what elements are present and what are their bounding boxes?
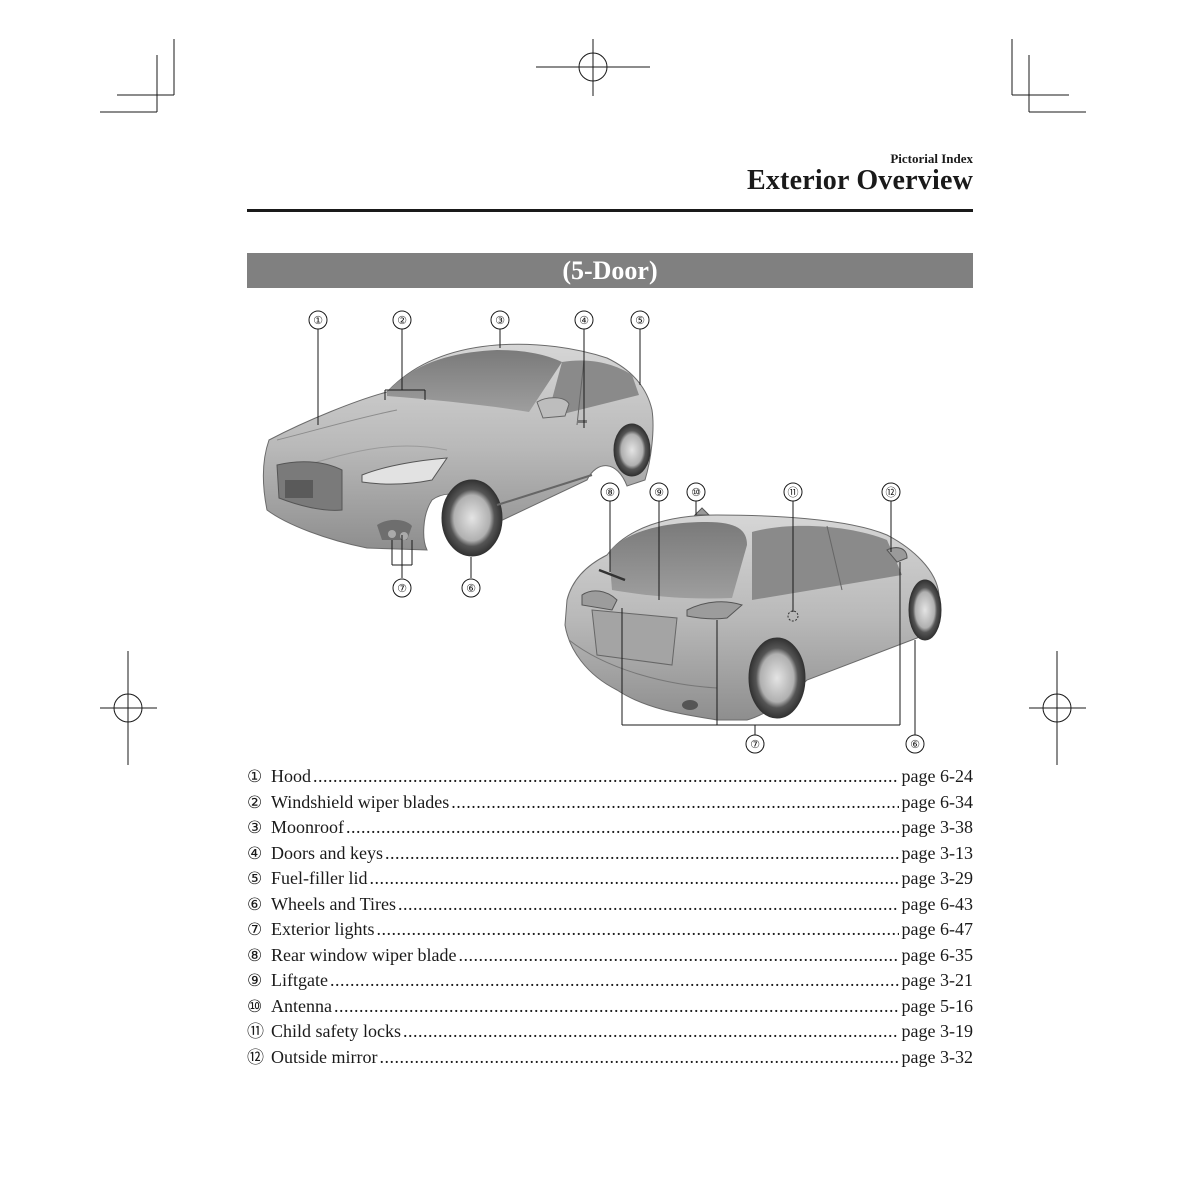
dot-leader: [385, 841, 899, 867]
title-rule: [247, 209, 973, 212]
rear-car: [564, 507, 942, 721]
car-illustration: ① ② ③ ④ ⑤ ⑦ ⑥ ⑧ ⑨ ⑩ ⑪ ⑫ ⑦ ⑥: [262, 310, 942, 754]
dot-leader: [379, 1045, 898, 1071]
list-item: ⑫ Outside mirror page 3-32: [247, 1045, 973, 1071]
item-number: ⑫: [247, 1047, 264, 1068]
item-name: Doors and keys: [271, 842, 383, 863]
front-callout-5: ⑤: [635, 314, 645, 327]
item-name: Fuel-filler lid: [271, 868, 368, 888]
item-name: Exterior lights: [271, 919, 375, 939]
item-name: Liftgate: [271, 970, 328, 990]
list-item: ⑦ Exterior lights page 6-47: [247, 917, 973, 943]
list-item: ⑥ Wheels and Tires page 6-43: [247, 892, 973, 918]
list-item: ① Hood page 6-24: [247, 764, 973, 790]
item-name: Hood: [271, 766, 311, 786]
item-number: ⑧: [247, 945, 263, 966]
callout-circles: [308, 310, 925, 754]
rear-callout-1: ⑧: [605, 486, 615, 499]
front-callout-1: ①: [313, 314, 323, 327]
list-item: ② Windshield wiper blades page 6-34: [247, 790, 973, 816]
front-callout-4: ④: [579, 314, 589, 327]
page-ref: page 5-16: [901, 995, 973, 1016]
rear-callout-6: ⑦: [750, 738, 760, 751]
front-callout-7: ⑥: [466, 582, 476, 595]
page-ref: page 3-19: [901, 1021, 973, 1041]
page-title: Exterior Overview: [746, 165, 973, 196]
item-number: ⑦: [247, 920, 263, 940]
page-ref: page 6-34: [901, 791, 973, 812]
dot-leader: [398, 892, 899, 918]
list-item: ⑪ Child safety locks page 3-19: [247, 1019, 973, 1045]
rear-callout-2: ⑨: [654, 486, 664, 499]
item-number: ③: [247, 818, 263, 838]
page-ref: page 3-21: [901, 970, 973, 990]
dot-leader: [369, 866, 898, 892]
page-ref: page 3-32: [901, 1046, 973, 1067]
item-number: ④: [247, 843, 263, 864]
item-number: ⑩: [247, 996, 263, 1017]
item-number: ⑤: [247, 869, 263, 889]
page-ref: page 6-43: [901, 893, 973, 914]
item-name: Outside mirror: [271, 1046, 378, 1067]
page-ref: page 3-29: [901, 868, 973, 888]
registration-mark-top: [536, 39, 650, 96]
item-name: Child safety locks: [271, 1021, 401, 1041]
dot-leader: [376, 917, 898, 943]
item-name: Windshield wiper blades: [271, 791, 450, 812]
item-number: ⑪: [247, 1022, 264, 1042]
variant-banner: (5-Door): [247, 253, 973, 288]
page-ref: page 3-38: [901, 817, 973, 837]
list-item: ⑨ Liftgate page 3-21: [247, 968, 973, 994]
page-ref: page 6-47: [901, 919, 973, 939]
rear-callout-5: ⑫: [886, 486, 897, 499]
index-list: ① Hood page 6-24 ② Windshield wiper blad…: [247, 764, 973, 1070]
page-ref: page 6-35: [901, 944, 973, 965]
list-item: ⑧ Rear window wiper blade page 6-35: [247, 943, 973, 969]
rear-callout-3: ⑩: [691, 486, 701, 499]
front-callout-2: ②: [397, 314, 407, 327]
section-label: Pictorial Index: [890, 151, 973, 166]
item-number: ⑥: [247, 894, 263, 915]
front-callout-6: ⑦: [397, 582, 407, 595]
item-number: ②: [247, 792, 263, 813]
rear-callout-7: ⑥: [910, 738, 920, 751]
item-number: ⑨: [247, 971, 263, 991]
rear-callout-4: ⑪: [788, 486, 799, 499]
dot-leader: [458, 943, 898, 969]
item-name: Wheels and Tires: [271, 893, 396, 914]
list-item: ④ Doors and keys page 3-13: [247, 841, 973, 867]
list-item: ③ Moonroof page 3-38: [247, 815, 973, 841]
dot-leader: [330, 968, 899, 994]
front-car: [262, 343, 654, 557]
list-item: ⑩ Antenna page 5-16: [247, 994, 973, 1020]
dot-leader: [403, 1019, 899, 1045]
registration-mark-left: [100, 651, 157, 765]
dot-leader: [451, 790, 898, 816]
item-number: ①: [247, 767, 263, 787]
page-ref: page 6-24: [901, 766, 973, 786]
dot-leader: [313, 764, 899, 790]
page-ref: page 3-13: [901, 842, 973, 863]
item-name: Rear window wiper blade: [271, 944, 457, 965]
list-item: ⑤ Fuel-filler lid page 3-29: [247, 866, 973, 892]
dot-leader: [334, 994, 899, 1020]
item-name: Moonroof: [271, 817, 344, 837]
item-name: Antenna: [271, 995, 332, 1016]
callout-leaders: [317, 329, 916, 735]
registration-mark-right: [1029, 651, 1086, 765]
dot-leader: [346, 815, 899, 841]
front-callout-3: ③: [495, 314, 505, 327]
